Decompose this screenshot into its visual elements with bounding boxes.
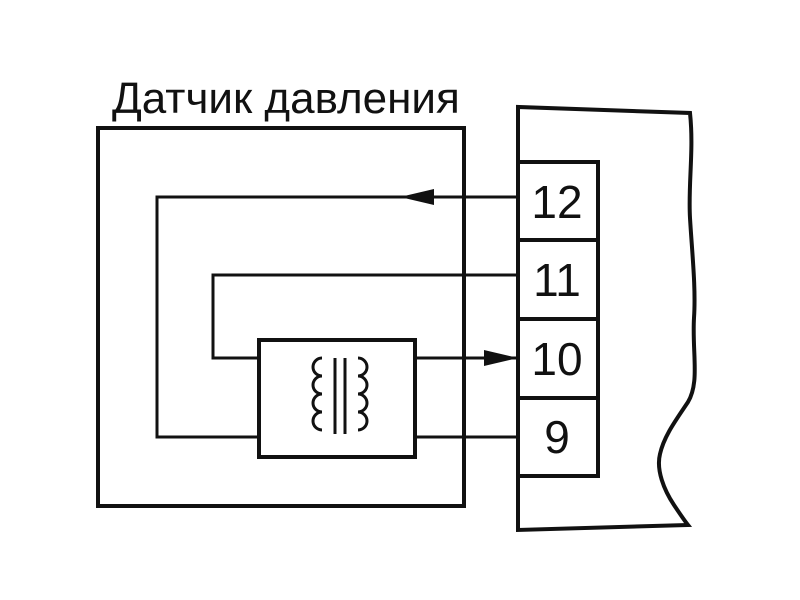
- wire-terminal-12: [155, 195, 518, 439]
- transformer-icon: [311, 356, 369, 434]
- terminal-label-12: 12: [531, 176, 582, 228]
- device-panel-outline: [516, 104, 697, 533]
- sensor-enclosure: [96, 126, 466, 508]
- sensor-title: Датчик давления: [112, 74, 460, 123]
- wire-terminal-11: [211, 273, 518, 360]
- terminal-label-9: 9: [544, 411, 570, 463]
- terminal-label-10: 10: [531, 333, 582, 385]
- transformer-box: [257, 338, 417, 459]
- terminal-label-11: 11: [533, 254, 581, 306]
- terminal-block: 12 11 10 9: [516, 160, 600, 478]
